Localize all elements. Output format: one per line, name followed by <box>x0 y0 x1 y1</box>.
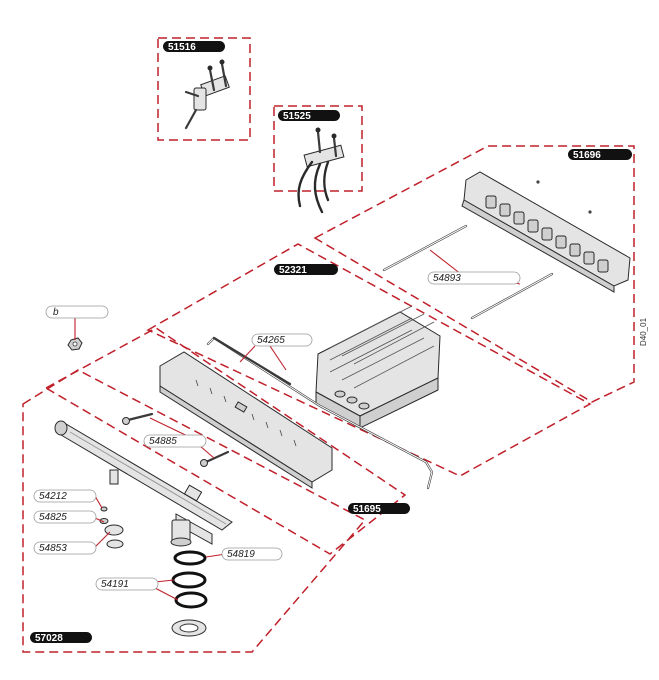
callout-54265: 54265 <box>251 333 313 347</box>
svg-text:54212: 54212 <box>39 491 67 502</box>
group-badge-51516: 51516 <box>163 41 225 53</box>
screw-upper <box>122 412 154 425</box>
svg-text:54825: 54825 <box>39 512 67 523</box>
manifold-bar-part <box>461 171 631 293</box>
callout-54825: 54825 <box>33 510 97 524</box>
long-bent-rod <box>206 336 434 490</box>
svg-text:b: b <box>53 307 59 318</box>
group-outline-51696 <box>313 145 635 403</box>
callout-54893: 54893 <box>427 271 521 285</box>
group-badge-51695: 51695 <box>348 503 410 515</box>
group-label-51516: 51516 <box>168 42 196 53</box>
gas-manifold-pipe-part <box>54 420 233 547</box>
injector-row <box>485 195 609 273</box>
group-label-51696: 51696 <box>573 150 601 161</box>
group-label-57028: 57028 <box>35 633 63 644</box>
group-label-52321: 52321 <box>279 265 307 276</box>
callout-54819: 54819 <box>221 547 283 561</box>
nut-part-b <box>67 337 83 351</box>
seal-rings <box>171 550 208 637</box>
group-badge-57028: 57028 <box>30 632 92 644</box>
callout-54212: 54212 <box>33 489 97 503</box>
group-outline-51525 <box>273 105 363 192</box>
group-label-51695: 51695 <box>353 504 381 515</box>
short-rod <box>212 336 292 386</box>
group-badge-52321: 52321 <box>274 264 338 276</box>
svg-text:54885: 54885 <box>149 436 177 447</box>
svg-text:54819: 54819 <box>227 549 255 560</box>
callout-b: b <box>45 305 109 319</box>
drawing-code: D40_01 <box>639 317 648 346</box>
burner-plate-part <box>159 351 333 489</box>
callout-54853: 54853 <box>33 541 97 555</box>
group-outline-52321 <box>146 243 592 477</box>
leader-lines <box>74 249 521 601</box>
group-outline-57028 <box>22 369 367 653</box>
group-outline-51516 <box>157 37 251 141</box>
fin-pattern <box>329 305 435 389</box>
group-badge-51696: 51696 <box>568 149 632 161</box>
callout-54191: 54191 <box>95 577 159 591</box>
heat-exchanger-block-part <box>315 305 441 429</box>
svg-text:54853: 54853 <box>39 543 67 554</box>
svg-text:54191: 54191 <box>101 579 129 590</box>
screw-lower <box>200 450 230 467</box>
svg-text:54893: 54893 <box>433 273 461 284</box>
group-outline-51695 <box>44 327 407 555</box>
small-fitting-stack <box>99 506 124 549</box>
ionisation-electrode-part <box>297 127 345 214</box>
callout-54885: 54885 <box>143 434 207 448</box>
group-badge-51525: 51525 <box>278 110 340 122</box>
svg-text:54265: 54265 <box>257 335 285 346</box>
ignition-electrode-part <box>184 59 230 130</box>
group-label-51525: 51525 <box>283 111 311 122</box>
